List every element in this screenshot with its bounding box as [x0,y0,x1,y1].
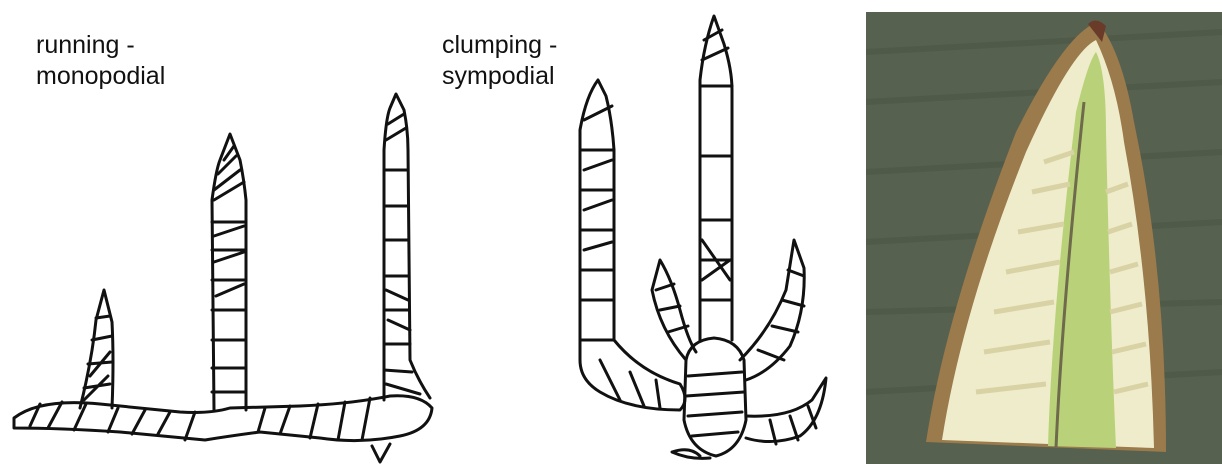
clumping-small-left-shoot [652,260,696,360]
bamboo-shoot-photo [866,12,1222,464]
running-middle-culm [212,134,246,410]
rhizome-diagram [0,0,860,464]
running-rhizome-drawing [14,94,432,462]
clumping-small-right-shoot [740,240,826,444]
running-small-culm [80,290,113,408]
running-right-culm [384,94,430,400]
clumping-rhizome-drawing [580,16,826,458]
clumping-left-culm [580,80,685,410]
